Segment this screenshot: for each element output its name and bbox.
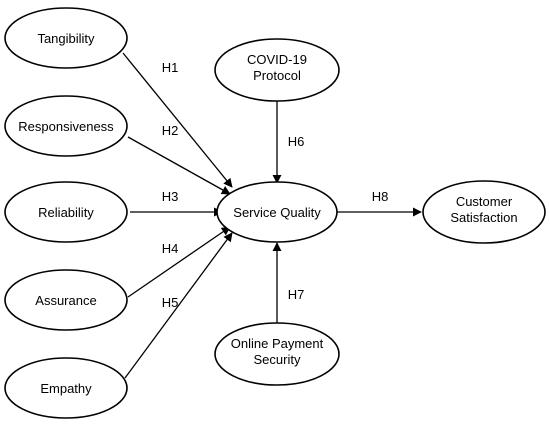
edge-label-h6: H6: [288, 134, 305, 149]
node-service-quality: Service Quality: [216, 181, 338, 243]
node-reliability: Reliability: [4, 181, 128, 243]
node-tangibility-label: Tangibility: [37, 31, 95, 46]
node-online-payment-security-label-line1: Online Payment: [231, 336, 324, 351]
node-covid-protocol-label-line1: COVID-19: [247, 52, 307, 67]
edge-label-h5: H5: [162, 295, 179, 310]
node-tangibility: Tangibility: [4, 7, 128, 69]
node-responsiveness: Responsiveness: [4, 95, 128, 157]
edge-h5: [124, 232, 233, 379]
node-online-payment-security: Online Payment Security: [214, 322, 340, 386]
node-responsiveness-label: Responsiveness: [18, 119, 114, 134]
node-empathy: Empathy: [4, 357, 128, 419]
edge-label-h4: H4: [162, 241, 179, 256]
node-customer-satisfaction-label-line1: Customer: [456, 194, 513, 209]
edge-label-h3: H3: [162, 189, 179, 204]
node-covid-protocol-label-line2: Protocol: [253, 68, 301, 83]
edge-label-h8: H8: [372, 189, 389, 204]
edge-h1: [122, 52, 233, 188]
node-reliability-label: Reliability: [38, 205, 94, 220]
edge-label-h7: H7: [288, 287, 305, 302]
node-empathy-label: Empathy: [40, 381, 92, 396]
node-covid-protocol: COVID-19 Protocol: [214, 38, 340, 102]
edge-h4: [127, 226, 231, 298]
edge-label-h2: H2: [162, 123, 179, 138]
node-customer-satisfaction-label-line2: Satisfaction: [450, 210, 517, 225]
node-service-quality-label: Service Quality: [233, 205, 321, 220]
node-assurance: Assurance: [4, 269, 128, 331]
node-customer-satisfaction: Customer Satisfaction: [422, 180, 546, 244]
edge-label-h1: H1: [162, 60, 179, 75]
node-assurance-label: Assurance: [35, 293, 96, 308]
edge-h2: [127, 136, 231, 195]
node-online-payment-security-label-line2: Security: [254, 352, 301, 367]
